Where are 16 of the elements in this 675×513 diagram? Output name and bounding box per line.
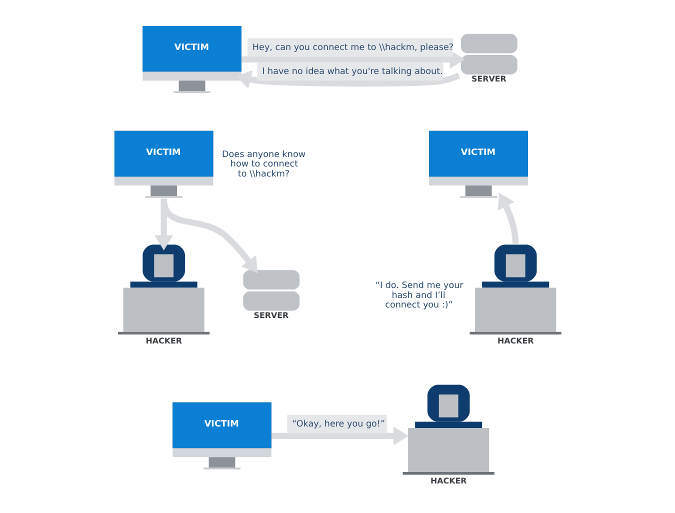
edge-label: I have no idea what you're talking about. <box>262 67 443 78</box>
arrow <box>498 192 519 244</box>
node-label: “I do. Send me your hash and I’ll connect you :)” <box>375 281 464 311</box>
edge-label: “Okay, here you go!” <box>292 420 386 430</box>
arrow <box>154 198 174 250</box>
arrow <box>160 198 258 274</box>
node-label: SERVER <box>254 310 289 320</box>
node-label: SERVER <box>472 74 506 84</box>
arrow <box>271 426 409 446</box>
node-label: HACKER <box>498 336 534 346</box>
node-label: HACKER <box>430 476 467 486</box>
node-label: HACKER <box>146 336 182 346</box>
edge-label: Hey, can you connect me to \\hackm, please? <box>252 43 454 54</box>
arrow <box>236 70 460 88</box>
node-label: Does anyone know how to connect to \\hackm? <box>222 150 306 180</box>
arrow <box>241 50 466 69</box>
